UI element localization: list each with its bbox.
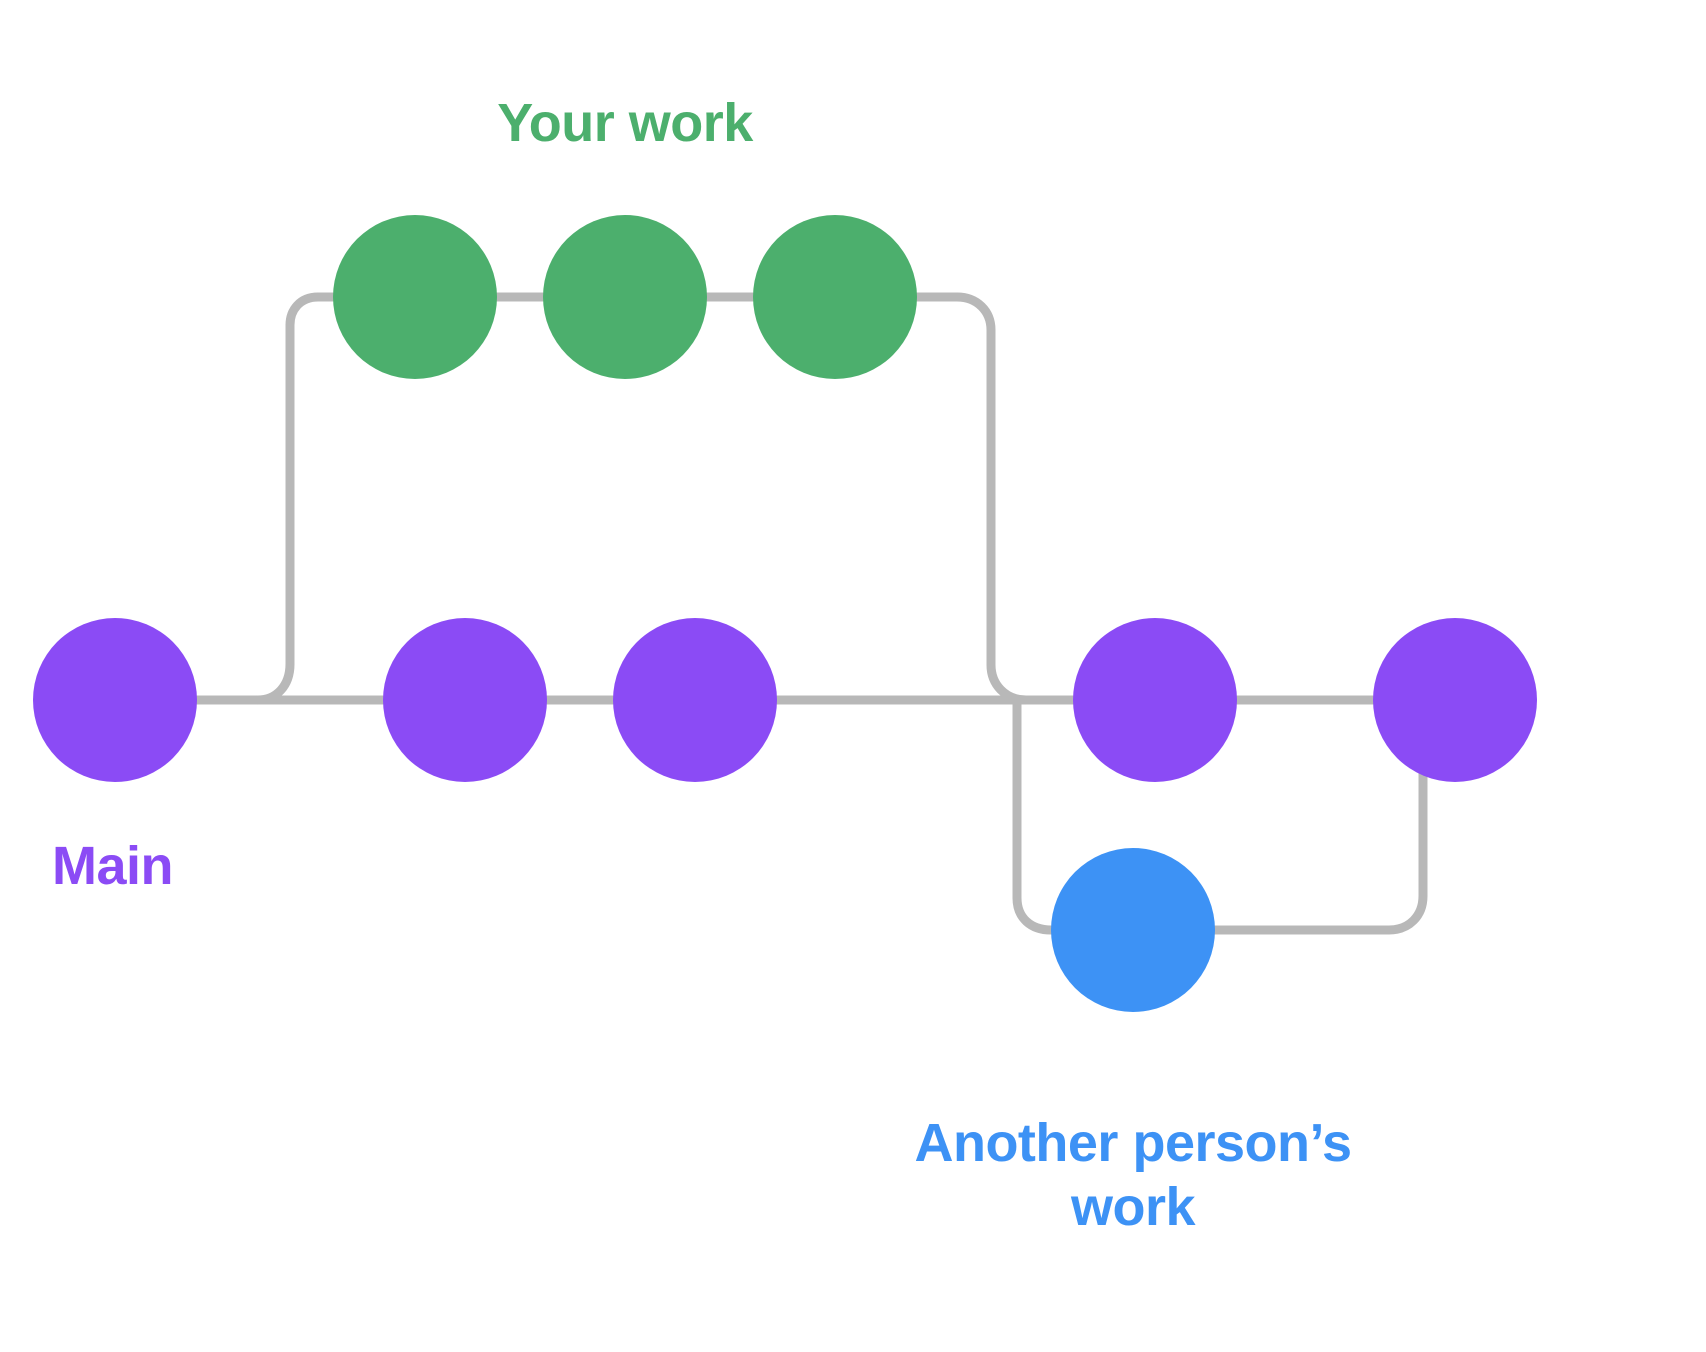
branch-label-your-work: Your work [497, 93, 753, 153]
commit-node-main-5[interactable] [1373, 618, 1537, 782]
commit-node-main-4[interactable] [1073, 618, 1237, 782]
commit-node-main-1[interactable] [33, 618, 197, 782]
connectors-layer [192, 292, 1428, 935]
connector-branch-out-another-person [1012, 695, 1056, 935]
branch-label-main: Main [52, 836, 174, 896]
commit-node-yw-1[interactable] [333, 215, 497, 379]
commit-nodes-layer [33, 215, 1537, 1012]
commit-node-yw-2[interactable] [543, 215, 707, 379]
commit-node-yw-3[interactable] [753, 215, 917, 379]
connector-merge-in-another-person [1210, 695, 1428, 935]
branch-label-another-person-line1: Another person’s [914, 1113, 1352, 1173]
branch-label-another-person-line2: work [1070, 1176, 1196, 1237]
commit-node-main-3[interactable] [613, 618, 777, 782]
connector-branch-out-your-work [253, 292, 338, 705]
commit-node-ap-1[interactable] [1051, 848, 1215, 1012]
commit-node-main-2[interactable] [383, 618, 547, 782]
connector-merge-in-your-work [912, 292, 1078, 705]
